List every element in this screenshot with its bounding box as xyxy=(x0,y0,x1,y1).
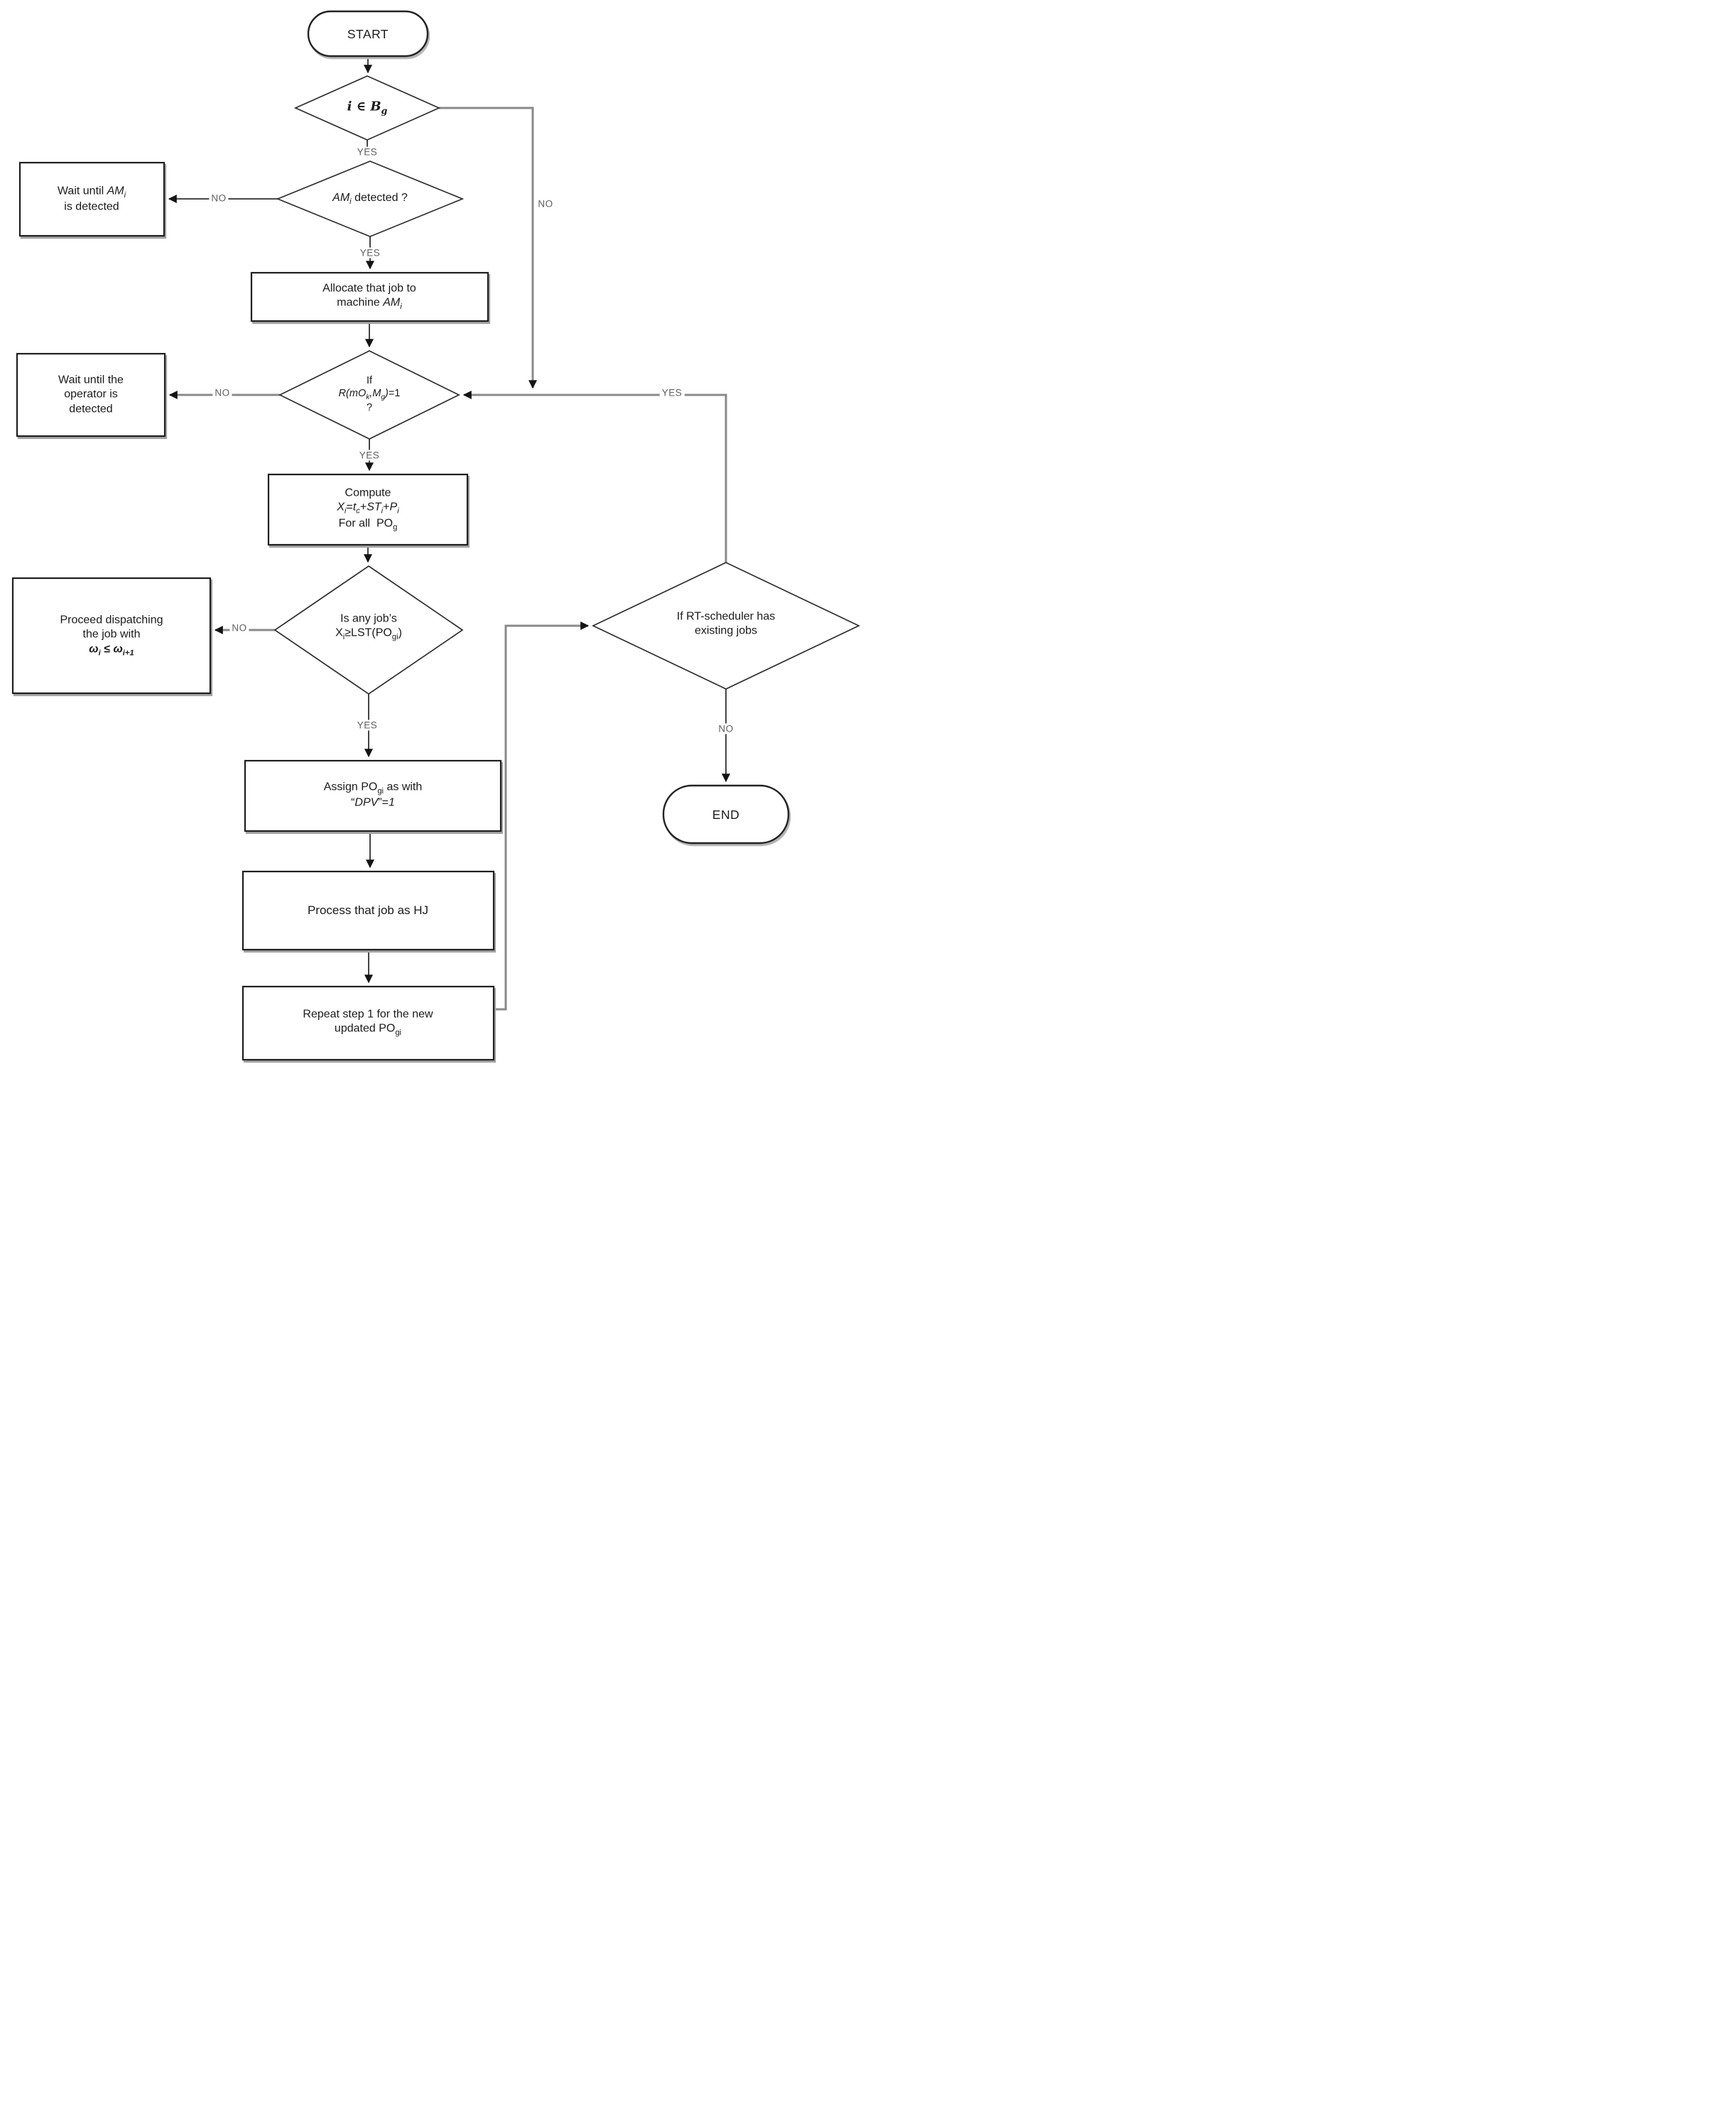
arrow-inbg-no-to-rcheck xyxy=(439,107,537,389)
process-compute-shape xyxy=(267,473,469,546)
decision-i-in-bg-label: i ∈ Bg xyxy=(347,99,388,116)
label-yes-inbg: YES xyxy=(354,146,380,158)
label-yes-amdetected: YES xyxy=(357,247,383,259)
process-assign-label: Assign POgi as with“DPV”=1 xyxy=(323,781,423,810)
process-wait-operator-shape xyxy=(16,352,166,438)
label-no-amdetected: NO xyxy=(209,192,229,204)
label-yes-rcheck: YES xyxy=(357,450,382,461)
label-no-lstcheck: NO xyxy=(229,622,249,634)
flowchart-shapes xyxy=(11,10,860,1061)
process-proceed-shape xyxy=(11,577,212,695)
decision-i-in-bg-shape xyxy=(293,75,441,141)
end-label: END xyxy=(712,807,740,822)
label-yes-lstcheck: YES xyxy=(354,720,380,731)
start-terminator-shape xyxy=(307,10,429,58)
decision-ami-detected-label: AMi detected ? xyxy=(332,191,408,206)
process-hj-label: Process that job as HJ xyxy=(307,903,429,918)
label-no-rtcheck: NO xyxy=(716,723,736,734)
process-repeat-shape xyxy=(242,985,495,1061)
process-hj-shape xyxy=(242,870,495,951)
arrow-rtcheck-yes-to-rcheck xyxy=(462,391,727,563)
process-assign-shape xyxy=(244,759,502,832)
process-allocate-shape xyxy=(250,271,489,322)
process-wait-until-ami-shape xyxy=(18,161,166,237)
decision-rt-scheduler-shape xyxy=(592,562,860,690)
arrow-repeat-to-rtcheck xyxy=(494,621,590,1011)
label-no-inbg: NO xyxy=(536,198,555,210)
decision-r-mok-mg-shape xyxy=(278,350,460,440)
start-label: START xyxy=(347,26,389,41)
end-terminator-shape xyxy=(662,784,790,845)
label-yes-rtcheck: YES xyxy=(659,387,685,398)
decision-ami-detected-shape xyxy=(276,161,465,237)
decision-lst-shape xyxy=(273,565,464,695)
label-no-rcheck: NO xyxy=(212,387,232,398)
